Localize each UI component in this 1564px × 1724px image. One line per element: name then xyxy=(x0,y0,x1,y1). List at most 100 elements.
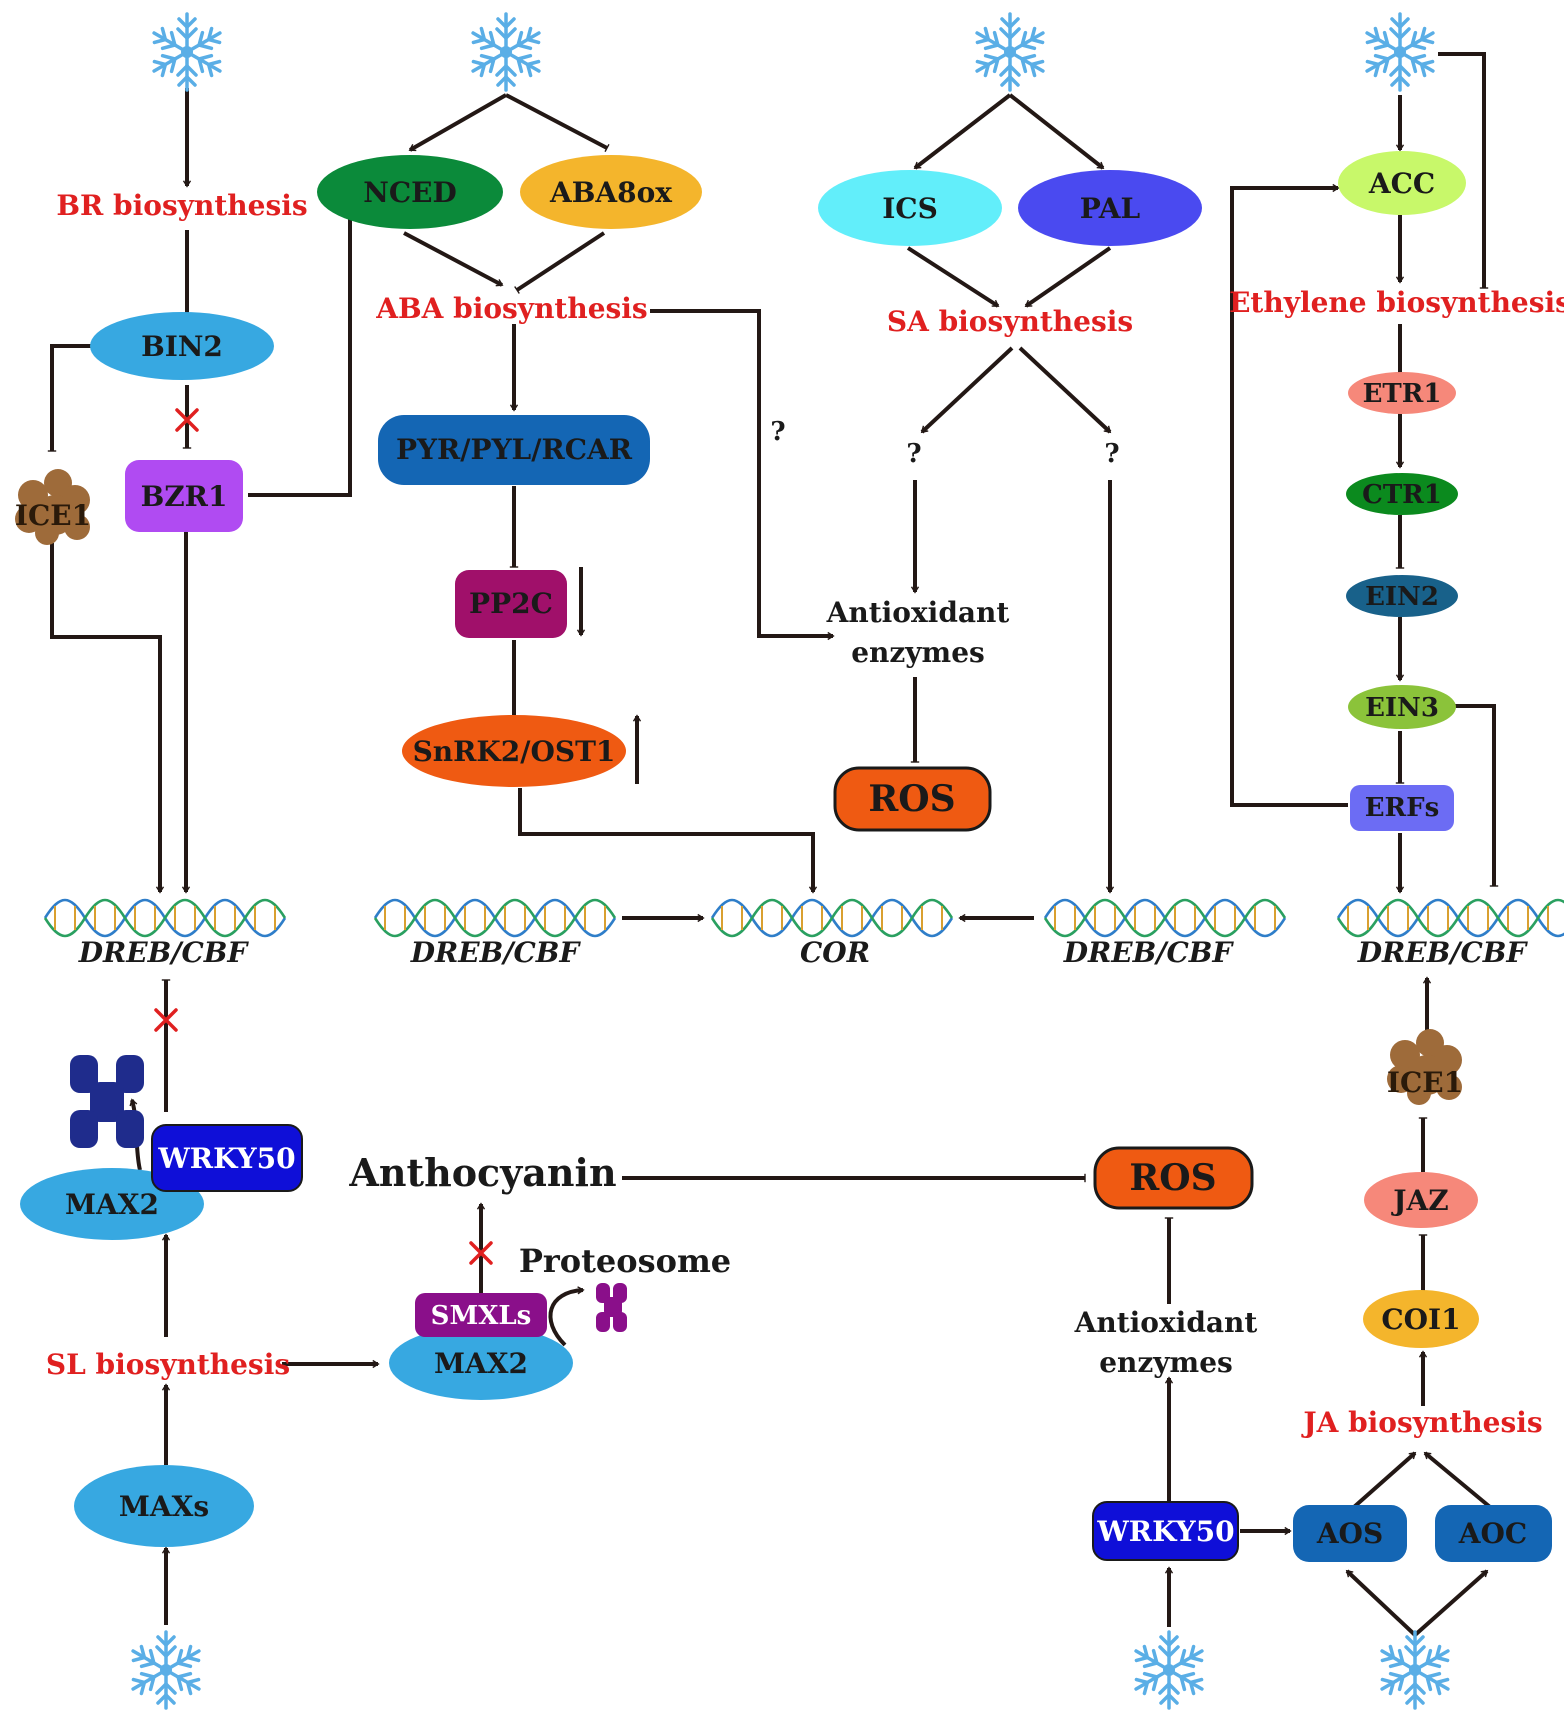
label-antioxidant-bottom-2: enzymes xyxy=(1099,1346,1233,1379)
snowflake-icon xyxy=(1132,1632,1207,1708)
red-x-icon xyxy=(469,1241,493,1265)
label-sl-biosynthesis: SL biosynthesis xyxy=(46,1348,290,1381)
edge-aoc-to-ja xyxy=(1423,1451,1492,1509)
proteasome-icon-left xyxy=(70,1055,144,1148)
label-unknown-aba: ? xyxy=(770,417,785,447)
node-ics-label: ICS xyxy=(882,192,938,225)
node-smxls: SMXLs xyxy=(415,1293,547,1337)
edge-pal-to-sa xyxy=(1024,246,1112,308)
node-coi1: COI1 xyxy=(1363,1290,1479,1348)
node-ice1-right-label: ICE1 xyxy=(1387,1066,1463,1099)
node-etr1: ETR1 xyxy=(1348,372,1456,414)
snowflake-icon xyxy=(1378,1632,1453,1708)
node-coi1-label: COI1 xyxy=(1381,1303,1460,1336)
snowflake-icon xyxy=(973,14,1048,90)
node-maxs-label: MAXs xyxy=(119,1490,209,1523)
node-ice1-right: ICE1 xyxy=(1387,1029,1463,1105)
node-smxls-label: SMXLs xyxy=(431,1301,532,1331)
node-acc: ACC xyxy=(1338,151,1466,215)
snowflake-icon xyxy=(1363,14,1438,90)
edge-bzr1-to-nced xyxy=(248,211,355,497)
label-ja-biosynthesis: JA biosynthesis xyxy=(1300,1406,1542,1439)
process-labels: BR biosynthesis ABA biosynthesis SA bios… xyxy=(46,189,1564,1439)
node-aba8ox: ABA8ox xyxy=(520,155,702,229)
dna-helix-icon xyxy=(1336,898,1564,938)
node-wrky50-left: WRKY50 xyxy=(151,1124,303,1192)
dna-helix-icon xyxy=(710,898,954,938)
node-bzr1: BZR1 xyxy=(125,460,243,532)
pathway-edges xyxy=(47,52,1499,1637)
node-aos-label: AOS xyxy=(1316,1517,1383,1550)
node-aba8ox-label: ABA8ox xyxy=(549,176,672,209)
gene-dreb-cbf-4: DREB/CBF xyxy=(1357,936,1529,969)
snowflake-icon xyxy=(150,14,225,90)
node-pp2c-label: PP2C xyxy=(469,587,553,620)
edge-ice1-to-dreb1 xyxy=(50,543,165,894)
node-erfs: ERFs xyxy=(1350,785,1454,831)
snowflake-icon xyxy=(469,14,544,90)
node-wrky50-left-label: WRKY50 xyxy=(157,1142,295,1175)
snowflake-icon xyxy=(129,1632,204,1708)
edge-aba8ox-inhibits-aba xyxy=(514,231,606,294)
label-br-biosynthesis: BR biosynthesis xyxy=(56,189,307,222)
edge-snrk2-to-cor xyxy=(518,788,818,894)
edge-cold-inhibits-aba8ox xyxy=(505,93,610,153)
cold-signals xyxy=(129,14,1453,1708)
edge-cold-to-aos xyxy=(1345,1569,1417,1637)
gene-dreb-cbf-3: DREB/CBF xyxy=(1063,936,1235,969)
edge-erfs-to-acc xyxy=(1230,183,1348,807)
node-snrk2-ost1: SnRK2/OST1 xyxy=(402,715,626,787)
node-jaz: JAZ xyxy=(1364,1172,1478,1228)
edge-aba-to-antioxidant xyxy=(650,309,835,641)
node-snrk2-label: SnRK2/OST1 xyxy=(413,735,616,768)
edge-sa-to-right-unknown xyxy=(1018,346,1112,434)
edge-cold-to-nced xyxy=(408,93,507,152)
node-ros-bottom: ROS xyxy=(1093,1146,1254,1210)
node-wrky50-right: WRKY50 xyxy=(1092,1501,1239,1561)
edge-ein3-inhibits-dreb4 xyxy=(1455,704,1499,887)
node-pyr-label: PYR/PYL/RCAR xyxy=(396,433,633,466)
node-bin2-label: BIN2 xyxy=(141,330,223,363)
label-antioxidant-top-2: enzymes xyxy=(851,636,985,669)
edge-sa-to-left-unknown xyxy=(920,346,1014,434)
red-x-icon xyxy=(175,408,199,432)
edge-aos-to-ja xyxy=(1352,1451,1417,1509)
edge-bin2-inhibits-ice1 xyxy=(47,344,95,452)
node-ice1-left-label: ICE1 xyxy=(15,499,91,532)
node-ros-top: ROS xyxy=(833,766,992,832)
edge-max2-degrades-smxls xyxy=(548,1286,585,1347)
label-aba-biosynthesis: ABA biosynthesis xyxy=(375,292,647,325)
dna-helix-icon xyxy=(43,898,287,938)
label-antioxidant-top-1: Antioxidant xyxy=(826,596,1010,629)
node-maxs: MAXs xyxy=(74,1465,254,1547)
node-aoc-label: AOC xyxy=(1458,1517,1527,1550)
node-pp2c: PP2C xyxy=(455,570,567,638)
node-bin2: BIN2 xyxy=(90,312,274,380)
edge-ics-to-sa xyxy=(906,246,1000,308)
edge-cold-inhibits-ethylene xyxy=(1438,52,1489,289)
node-ice1-left: ICE1 xyxy=(15,469,91,545)
node-pal: PAL xyxy=(1018,170,1202,246)
node-ctr1-label: CTR1 xyxy=(1362,480,1442,510)
node-ein2-label: EIN2 xyxy=(1365,582,1439,612)
label-proteosome: Proteosome xyxy=(519,1242,731,1280)
edge-cold-to-pal xyxy=(1008,93,1105,170)
label-anthocyanin: Anthocyanin xyxy=(348,1150,616,1195)
label-sa-biosynthesis: SA biosynthesis xyxy=(887,305,1133,338)
blocked-marks xyxy=(154,408,493,1265)
node-bzr1-label: BZR1 xyxy=(141,480,228,513)
proteasome-icon-mid xyxy=(596,1283,627,1332)
node-ics: ICS xyxy=(818,170,1002,246)
dna-helix-icon xyxy=(373,898,617,938)
dna-helix-icon xyxy=(1043,898,1287,938)
node-ros-top-label: ROS xyxy=(868,778,955,820)
node-max2-left-label: MAX2 xyxy=(65,1188,159,1221)
text-labels: Antioxidant enzymes Antioxidant enzymes … xyxy=(348,417,1257,1379)
node-ein2: EIN2 xyxy=(1346,575,1458,617)
nodes: BIN2 BZR1 ICE1 NCED ABA8ox PYR/PYL/RCAR … xyxy=(15,151,1552,1562)
node-erfs-label: ERFs xyxy=(1365,793,1440,823)
gene-dreb-cbf-1: DREB/CBF xyxy=(78,936,250,969)
node-acc-label: ACC xyxy=(1368,167,1435,200)
genes: DREB/CBF DREB/CBF COR DREB/CBF DREB/CBF xyxy=(43,898,1564,969)
